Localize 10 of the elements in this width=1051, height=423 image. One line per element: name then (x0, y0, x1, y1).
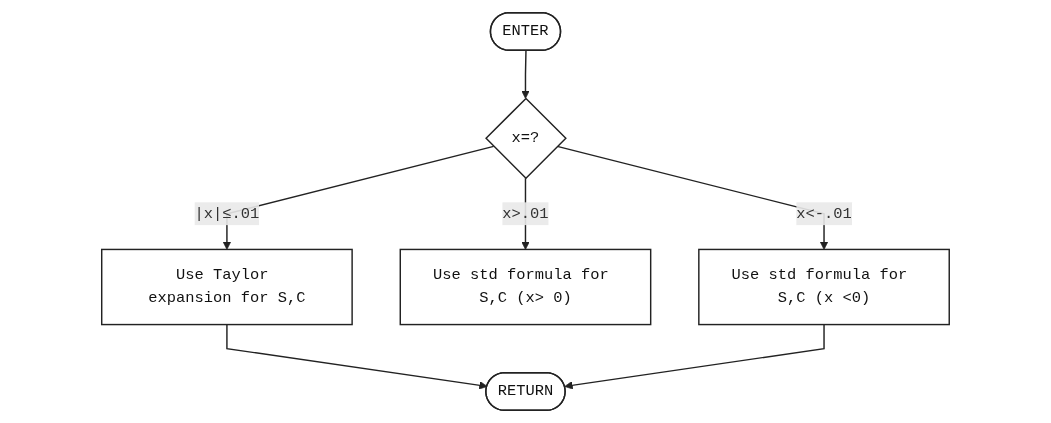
edge-label: |x|≤.01 (194, 205, 260, 223)
arrow (226, 323, 488, 390)
edge-label: x>.01 (502, 205, 549, 223)
node-box: Use std formula for S,C (x> 0) (399, 248, 652, 326)
node-diamond: x=? (485, 97, 567, 180)
edge-label: x<-.01 (796, 205, 852, 223)
arrow (564, 323, 825, 390)
arrow (521, 50, 530, 99)
node-box: Use Taylor expansion for S,C (101, 248, 353, 326)
node-box: Use std formula for S,C (x <0) (698, 248, 950, 326)
